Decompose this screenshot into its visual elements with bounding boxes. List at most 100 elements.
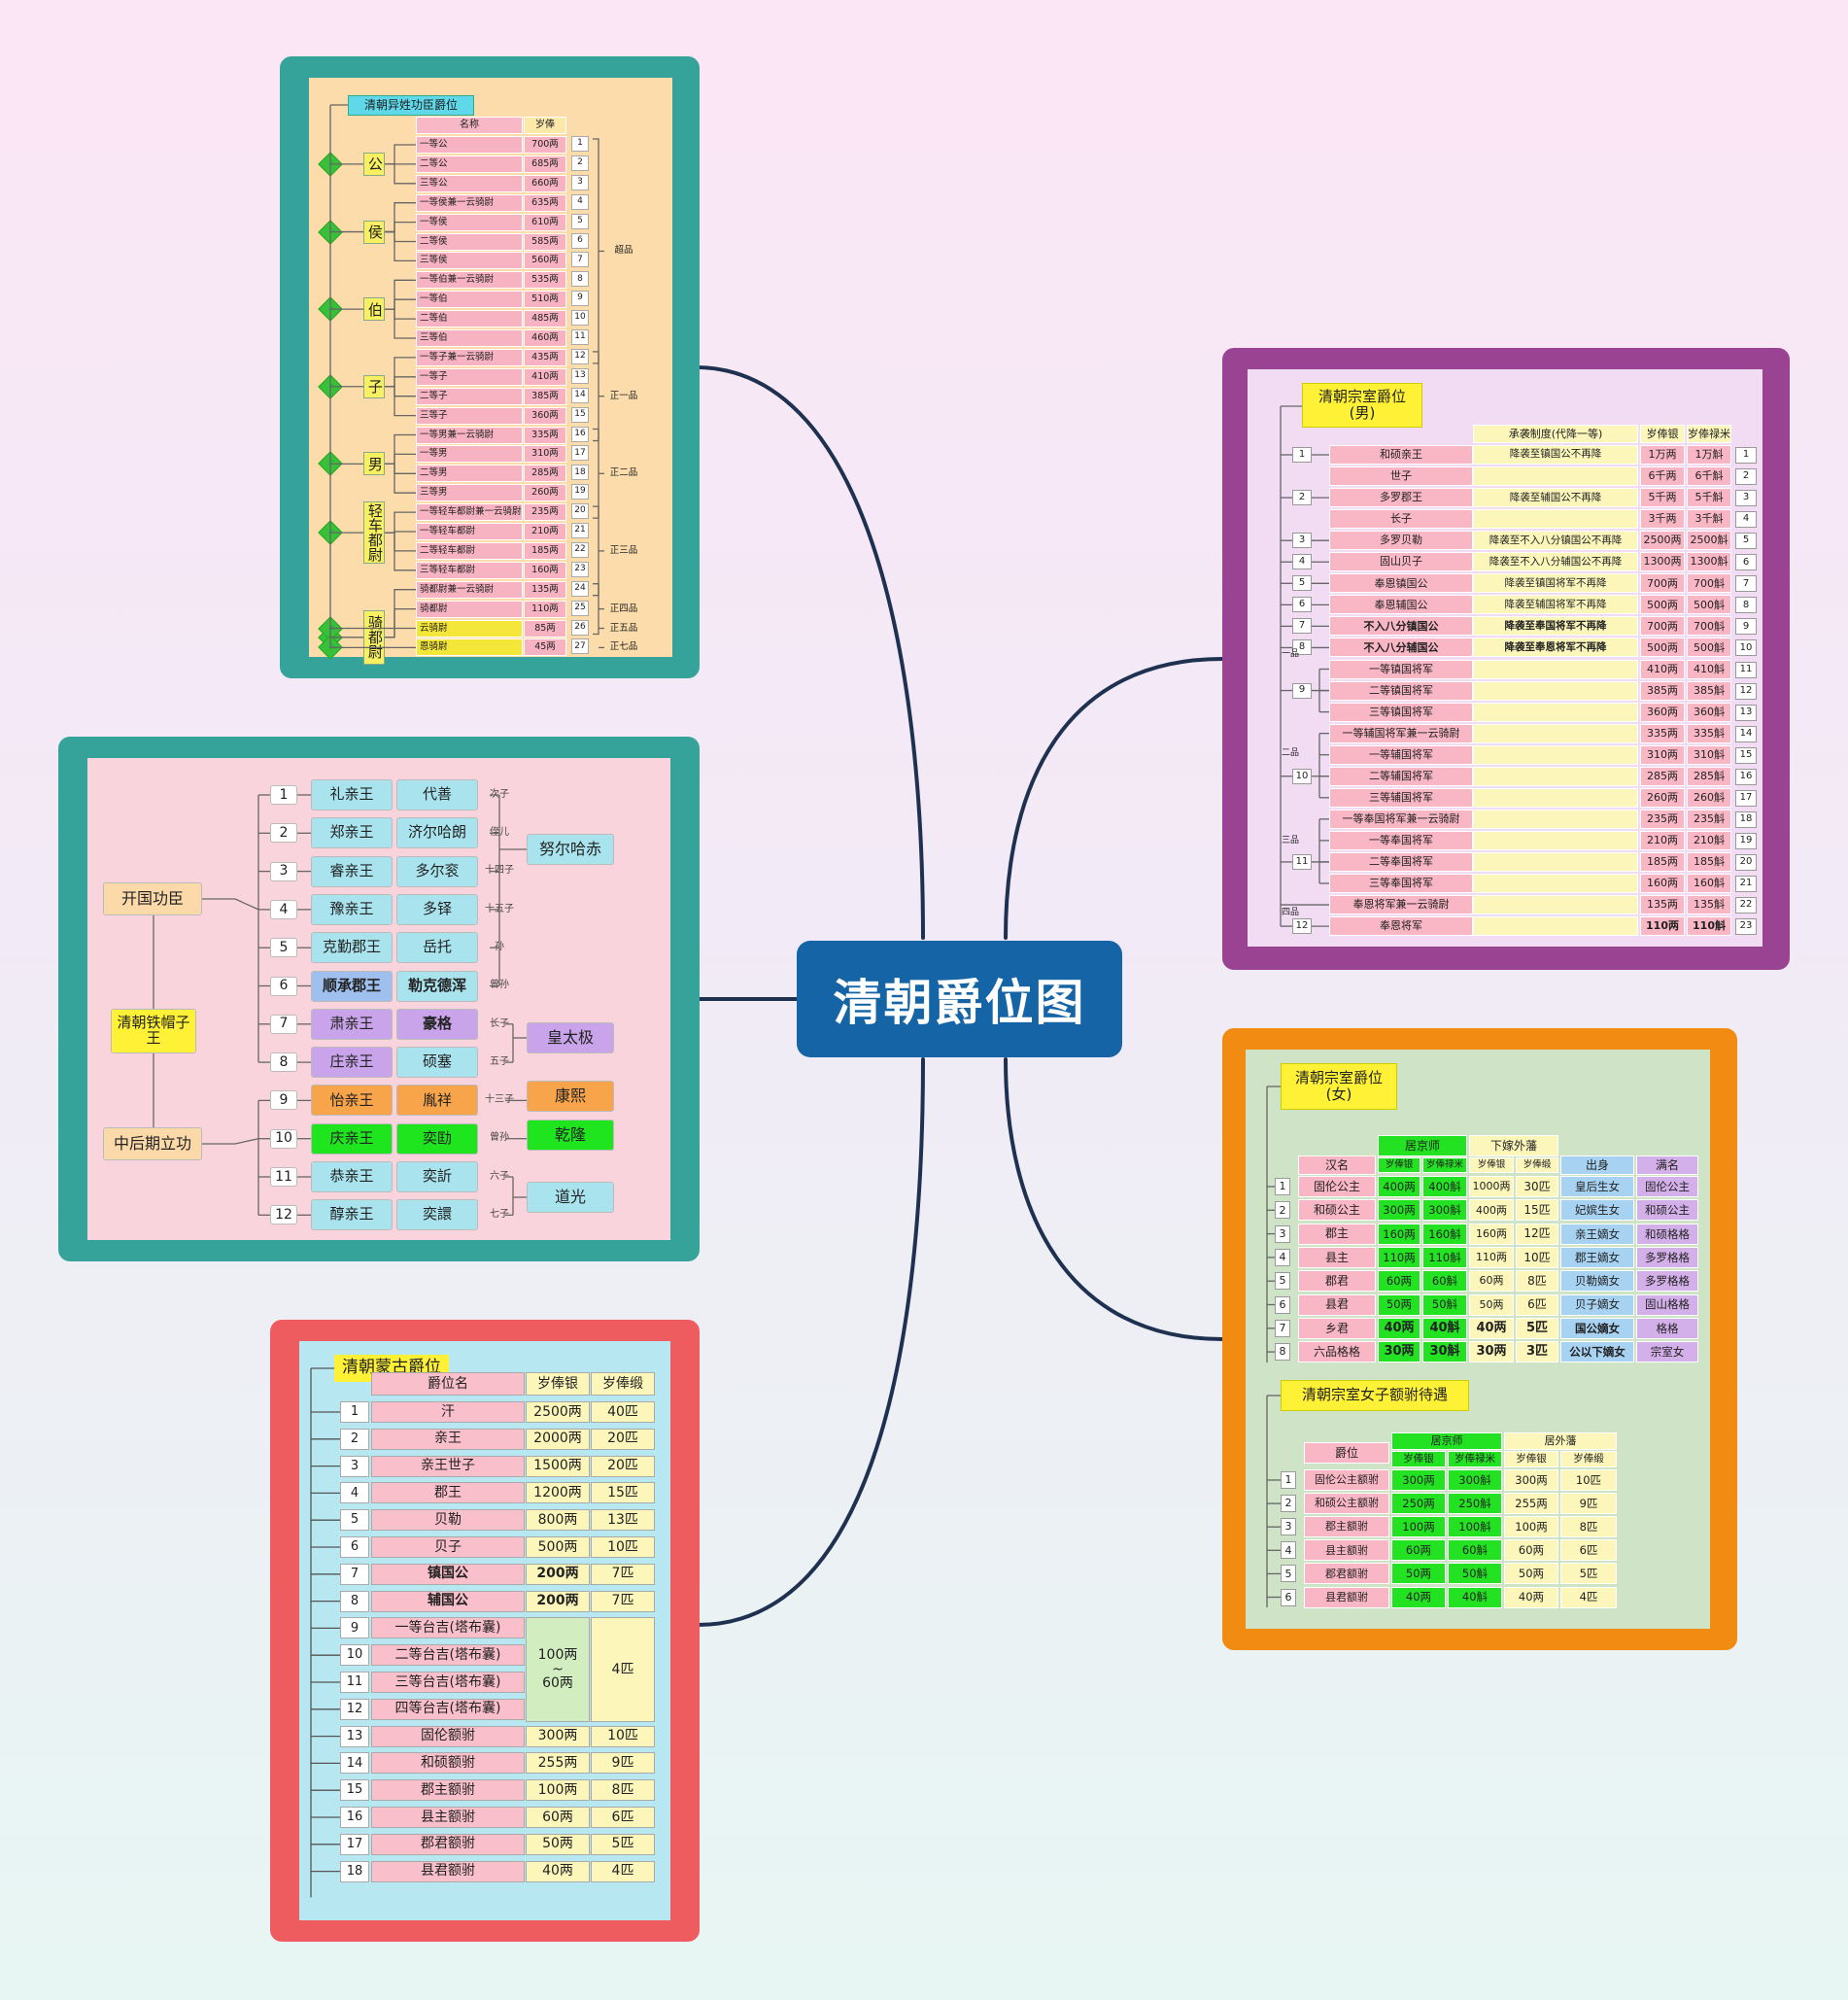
yixing-rank-name: 二等子: [416, 387, 523, 405]
zongshi-inherit: [1473, 916, 1638, 937]
yixing-salary: 700两: [524, 136, 566, 154]
yixing-salary: 510两: [524, 291, 566, 309]
zongshi-rank: 三等镇国将军: [1329, 702, 1473, 722]
mongol-index: 15: [340, 1779, 369, 1802]
yixing-rank-name: 一等伯兼一云骑尉: [416, 271, 523, 290]
yixing-salary: 335两: [524, 426, 566, 444]
yixing-salary: 260两: [524, 484, 566, 502]
mongol-index: 3: [340, 1455, 369, 1477]
mongol-satin: 8匹: [591, 1779, 655, 1802]
nv-index: 3: [1275, 1224, 1290, 1243]
efu-header: 岁俸银: [1504, 1451, 1558, 1467]
nv-han-name: 县主: [1298, 1246, 1376, 1268]
tiemao-founder: 代善: [396, 779, 478, 810]
zongshi-rank: 一等奉国将军兼一云骑尉: [1329, 809, 1473, 829]
zongshi-rice: 335斛: [1687, 723, 1731, 743]
zongshi-index: 12: [1735, 682, 1757, 700]
mongol-satin: 7匹: [591, 1590, 655, 1612]
yixing-rank-name: 骑都尉兼一云骑尉: [416, 580, 523, 599]
central-topic[interactable]: 清朝爵位图: [797, 941, 1122, 1057]
tiemao-zhonghou-ligong: 中后期立功: [103, 1127, 202, 1160]
yixing-grade-label: 正三品: [609, 544, 638, 556]
zongshi-grade: 2: [1292, 490, 1312, 506]
nv-index: 7: [1275, 1319, 1290, 1337]
zongshi-silver: 310两: [1640, 744, 1685, 765]
tiemao-prince-title: 豫亲王: [311, 893, 393, 925]
zongshi-inherit: 降袭至镇国将军不再降: [1473, 573, 1638, 594]
yixing-header-salary: 岁俸: [524, 117, 566, 134]
nv-han-name: 乡君: [1298, 1317, 1376, 1339]
zongshi-index: 8: [1735, 597, 1757, 614]
nv-manchu-name: 多罗格格: [1636, 1246, 1698, 1268]
mongol-satin: 40匹: [591, 1401, 655, 1423]
yixing-rank-name: 二等轻车都尉: [416, 541, 523, 560]
yixing-salary: 85两: [524, 619, 566, 638]
tiemao-relation: 五子: [490, 1055, 509, 1067]
zongshi-index: 14: [1735, 725, 1757, 742]
mongol-index: 2: [340, 1428, 369, 1450]
zongshi-rice: 3千斛: [1687, 509, 1731, 530]
zongshi-rank: 一等镇国将军: [1329, 659, 1473, 679]
nv-waifan-silver: 30两: [1469, 1341, 1514, 1363]
efu-jingshi-rice: 50斛: [1448, 1563, 1502, 1585]
mongol-silver: 300两: [526, 1725, 590, 1747]
mongol-silver: 50两: [526, 1833, 590, 1855]
nv-waifan-silver: 400两: [1469, 1199, 1514, 1222]
nv-manchu-name: 和硕格格: [1636, 1223, 1698, 1245]
nv-waifan-satin: 5匹: [1516, 1317, 1558, 1339]
zongshi-silver: 260两: [1640, 787, 1685, 808]
tiemao-founder: 多铎: [396, 893, 478, 925]
efu-waifan-silver: 300两: [1504, 1469, 1558, 1491]
mongol-index: 5: [340, 1509, 369, 1532]
yixing-index: 6: [571, 232, 589, 249]
tiemao-index: 9: [270, 1090, 297, 1111]
zongshi-silver: 1300两: [1640, 552, 1685, 572]
tiemao-emperor: 道光: [527, 1182, 614, 1213]
zongshi-silver: 185两: [1640, 851, 1685, 872]
yixing-index: 22: [571, 541, 589, 558]
nv-header: 汉名: [1298, 1155, 1376, 1175]
panel-zongshi-nan[interactable]: 清朝宗室爵位 (男)承袭制度(代降一等)岁俸银岁俸禄米和硕亲王降袭至镇国公不再降…: [1222, 348, 1790, 970]
tiemao-prince-title: 庄亲王: [311, 1047, 393, 1079]
tiemao-prince-title: 怡亲王: [311, 1085, 393, 1117]
nv-jingshi-rice: 40斛: [1422, 1317, 1467, 1339]
mongol-index: 17: [340, 1833, 369, 1855]
zongshi-inherit: [1473, 509, 1638, 530]
zongshi-header-rice: 岁俸禄米: [1687, 425, 1731, 443]
tiemao-index: 6: [270, 976, 297, 996]
tiemao-index: 4: [270, 899, 297, 919]
yixing-index: 19: [571, 484, 589, 500]
nv-jingshi-rice: 110斛: [1422, 1246, 1467, 1268]
yixing-salary: 135两: [524, 580, 566, 599]
yixing-index: 5: [571, 213, 589, 229]
zongshi-index: 16: [1735, 768, 1757, 785]
yixing-index: 21: [571, 523, 589, 538]
mongol-satin: 6匹: [591, 1807, 655, 1828]
efu-jingshi-rice: 60斛: [1448, 1539, 1502, 1562]
yixing-rank-group: 侯: [363, 220, 385, 244]
zongshi-grade: 5: [1292, 575, 1312, 592]
yixing-index: 13: [571, 367, 589, 384]
zongshi-rice: 2500斛: [1687, 531, 1731, 551]
nv-origin: 贝子嫡女: [1560, 1293, 1634, 1316]
mongol-tree-lines: [310, 1367, 340, 1898]
tiemao-index: 10: [270, 1128, 297, 1149]
yixing-rank-name: 一等男兼一云骑尉: [416, 426, 523, 444]
tiemao-emperor: 康熙: [527, 1081, 614, 1112]
yixing-index: 4: [571, 193, 589, 210]
yixing-index: 8: [571, 271, 589, 288]
efu-header: 岁俸银: [1391, 1451, 1446, 1467]
mongol-taiji-satin: 4匹: [591, 1617, 655, 1722]
zongshi-inherit: 降袭至辅国公不再降: [1473, 488, 1638, 508]
zongshi-inherit: [1473, 680, 1638, 701]
tiemao-prince-title: 睿亲王: [311, 855, 393, 887]
zongshi-inherit: [1473, 766, 1638, 786]
tiemao-relation: 曾孙: [490, 1132, 509, 1144]
